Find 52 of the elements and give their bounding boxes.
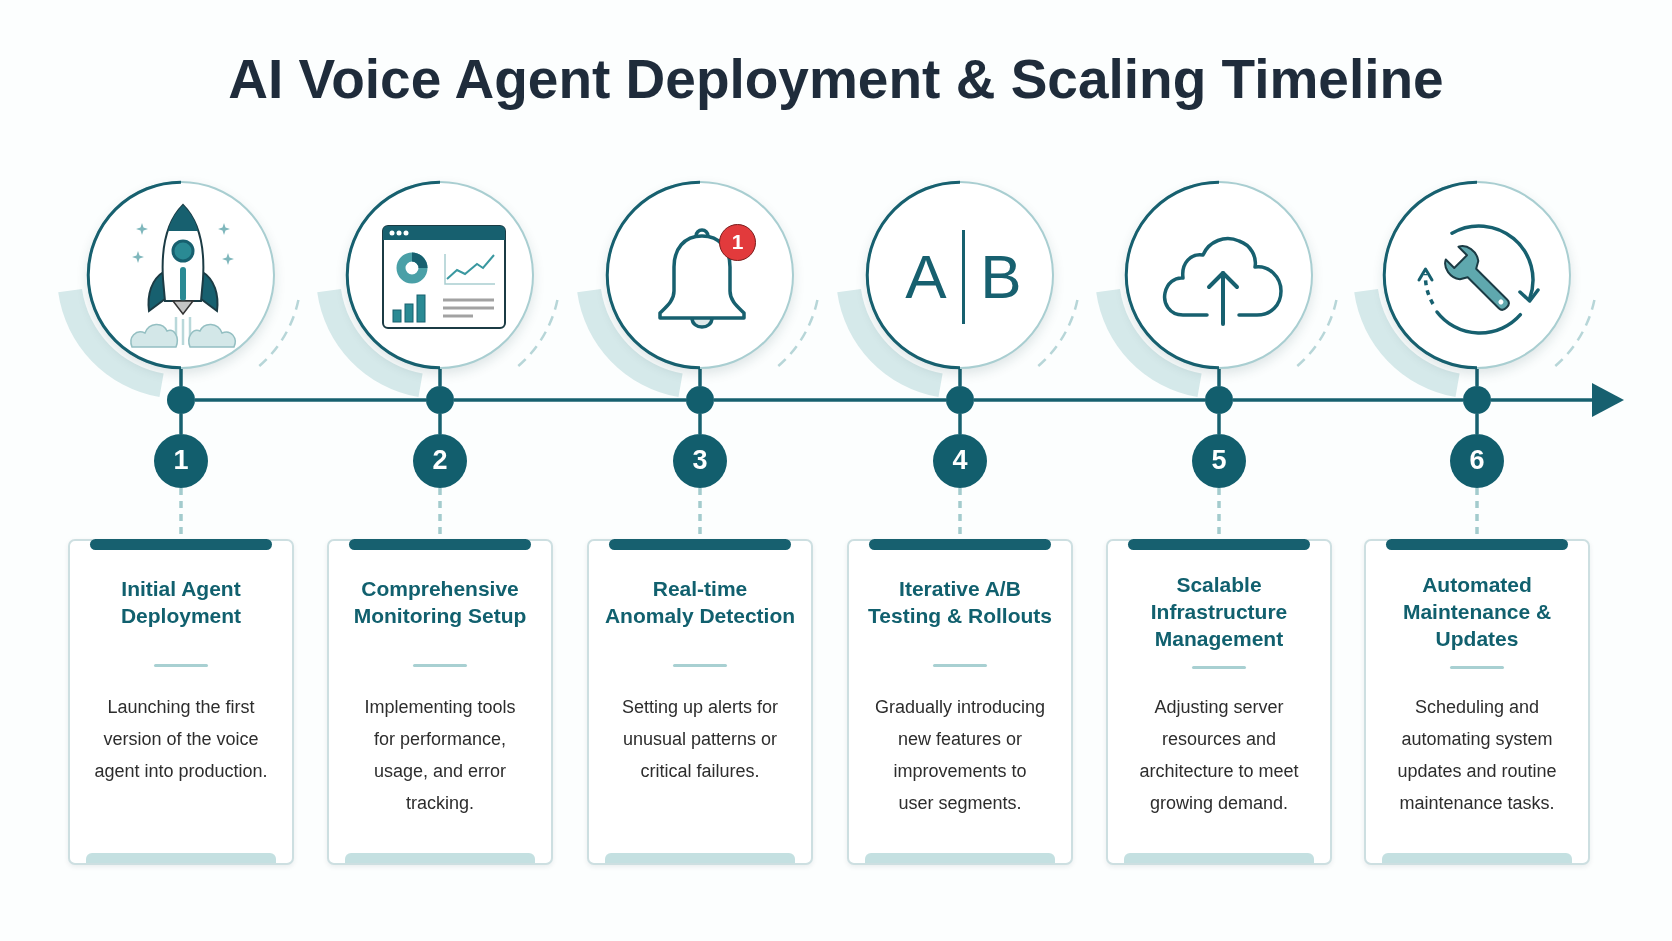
timeline-dot	[686, 386, 714, 414]
card-description: Implementing tools for performance, usage, and error tracking.	[363, 696, 517, 815]
connector-line	[714, 398, 946, 402]
connector-line	[974, 398, 1205, 402]
connector-line	[1233, 398, 1463, 402]
number-badge: 4	[933, 434, 987, 488]
timeline-dot	[1205, 386, 1233, 414]
number-badge: 3	[673, 434, 727, 488]
notification-badge: 1	[719, 224, 756, 261]
milestone-card	[847, 539, 1073, 865]
letter-label: A	[905, 254, 947, 300]
arrow-line	[1491, 383, 1624, 417]
card-title: Automated Maintenance & Updates	[1401, 572, 1553, 652]
card-title: Scalable Infrastructure Management	[1149, 572, 1289, 652]
milestone-card	[1106, 539, 1332, 865]
milestone-card	[327, 539, 553, 865]
number-badge: 6	[1450, 434, 1504, 488]
card-title: Real-time Anomaly Detection	[603, 576, 797, 629]
timeline-dot	[946, 386, 974, 414]
card-description: Gradually introducing new features or improvements to user segments.	[873, 696, 1047, 815]
card-title: Iterative A/B Testing & Rollouts	[867, 576, 1053, 629]
connector-line	[1475, 414, 1479, 434]
connector-line	[179, 369, 183, 386]
card-title: Comprehensive Monitoring Setup	[352, 576, 528, 629]
card-title: Initial Agent Deployment	[119, 576, 243, 629]
connector-line	[179, 414, 183, 434]
connector-line	[438, 414, 442, 434]
connector-line	[195, 398, 426, 402]
card-description: Scheduling and automating system updates and routine maintenance tasks.	[1396, 696, 1558, 815]
title: AI Voice Agent Deployment & Scaling Timeline	[228, 47, 1444, 112]
connector-line	[958, 369, 962, 386]
connector-line	[698, 414, 702, 434]
milestone-card	[68, 539, 294, 865]
card-description: Setting up alerts for unusual patterns or critical failures.	[620, 696, 780, 783]
connector-line	[438, 369, 442, 386]
timeline-dot	[426, 386, 454, 414]
milestone-card	[587, 539, 813, 865]
connector-line	[1475, 369, 1479, 386]
card-description: Launching the first version of the voice agent into production.	[93, 696, 269, 783]
card-description: Adjusting server resources and architecture to meet growing demand.	[1138, 696, 1300, 815]
timeline-dot	[1463, 386, 1491, 414]
connector-line	[698, 369, 702, 386]
timeline-dot	[167, 386, 195, 414]
connector-line	[958, 414, 962, 434]
number-badge: 1	[154, 434, 208, 488]
connector-line	[454, 398, 686, 402]
number-badge: 5	[1192, 434, 1246, 488]
connector-line	[1217, 414, 1221, 434]
milestone-card	[1364, 539, 1590, 865]
number-badge: 2	[413, 434, 467, 488]
letter-label: B	[980, 254, 1022, 300]
connector-line	[1217, 369, 1221, 386]
